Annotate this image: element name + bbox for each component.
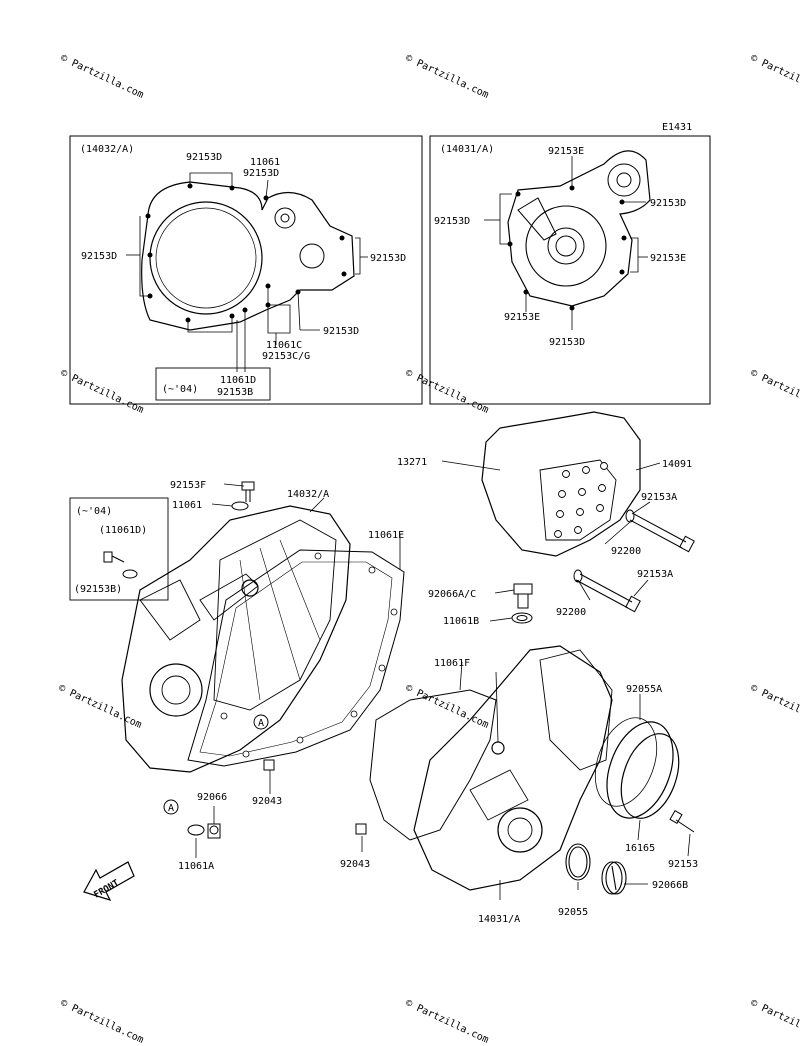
label-92153D: 92153D xyxy=(434,216,470,227)
label-note-04: (~'04) xyxy=(76,506,112,517)
cover-16165 xyxy=(594,717,680,819)
watermark: © Partzilla.com xyxy=(749,53,800,101)
watermark: © Partzilla.com xyxy=(404,368,490,416)
cover-14091 xyxy=(481,411,641,557)
clutch-cover-14032A xyxy=(121,505,351,773)
dowel-92043 xyxy=(263,759,367,835)
label-92153E: 92153E xyxy=(650,253,686,264)
watermark: © Partzilla.com xyxy=(404,53,490,101)
watermark: © Partzilla.com xyxy=(59,53,145,101)
inset-left-header: (14032/A) xyxy=(80,144,134,155)
plug-92066AC xyxy=(511,583,533,624)
label-92153B: (92153B) xyxy=(74,584,122,595)
label-11061A: 11061A xyxy=(178,861,214,872)
watermark: © Partzilla.com xyxy=(59,368,145,416)
label-11061B: 11061B xyxy=(443,616,479,627)
note-04: (~'04) xyxy=(162,384,198,395)
label-13271: 13271 xyxy=(397,457,427,468)
note-box xyxy=(69,497,169,601)
label-92153A: 92153A xyxy=(637,569,673,580)
label-92153D: 92153D xyxy=(370,253,406,264)
label-92153: 92153 xyxy=(668,859,698,870)
gasket-11061F xyxy=(369,689,497,841)
plug-92066 xyxy=(187,823,221,839)
inset-right-header: (14031/A) xyxy=(440,144,494,155)
label-92055A: 92055A xyxy=(626,684,662,695)
label-11061C: 11061C xyxy=(266,340,302,351)
label-92153CG: 92153C/G xyxy=(262,351,310,362)
inset-right: (14031/A) 92153E 92153D 92153D 92153E 92 xyxy=(429,135,711,405)
label-92043: 92043 xyxy=(340,859,370,870)
label-92043: 92043 xyxy=(252,796,282,807)
label-92066AC: 92066A/C xyxy=(428,589,476,600)
svg-text:A: A xyxy=(168,803,174,814)
watermark: © Partzilla.com xyxy=(404,683,490,731)
leader-lines xyxy=(195,460,691,900)
label-92153D: 92153D xyxy=(650,198,686,209)
inset-left: (14032/A) xyxy=(69,135,423,405)
label-11061: 11061 xyxy=(250,157,280,168)
bolt-92153B xyxy=(103,551,138,579)
oring-92055 xyxy=(565,843,591,881)
label-92055: 92055 xyxy=(558,907,588,918)
label-16165: 16165 xyxy=(625,843,655,854)
cover-14031A xyxy=(413,645,613,891)
ref-marker-A: A xyxy=(163,799,179,815)
label-14031A: 14031/A xyxy=(478,914,520,925)
label-92153D: 92153D xyxy=(243,168,279,179)
label-92153F: 92153F xyxy=(170,480,206,491)
diagram-code: E1431 xyxy=(662,122,692,133)
label-92153D: 92153D xyxy=(81,251,117,262)
label-92153D: 92153D xyxy=(549,337,585,348)
label-11061: 11061 xyxy=(172,500,202,511)
label-92153D: 92153D xyxy=(323,326,359,337)
watermark: © Partzilla.com xyxy=(404,998,490,1046)
watermark: © Partzilla.com xyxy=(59,998,145,1046)
watermark: © Partzilla.com xyxy=(749,368,800,416)
label-92200: 92200 xyxy=(611,546,641,557)
ref-marker-A: A xyxy=(253,714,269,730)
label-92153E: 92153E xyxy=(548,146,584,157)
label-11061D: 11061D xyxy=(220,375,256,386)
watermark-dark: © Partzilla.com xyxy=(57,683,143,731)
label-92153B: 92153B xyxy=(217,387,253,398)
label-14091: 14091 xyxy=(662,459,692,470)
bolt-92153 xyxy=(669,809,695,833)
label-11061F: 11061F xyxy=(434,658,470,669)
front-arrow: FRONT xyxy=(83,861,135,901)
label-92200: 92200 xyxy=(556,607,586,618)
watermark: © Partzilla.com xyxy=(749,683,800,731)
gasket-11061E xyxy=(187,549,405,767)
label-14032A: 14032/A xyxy=(287,489,329,500)
label-92066B: 92066B xyxy=(652,880,688,891)
label-92066: 92066 xyxy=(197,792,227,803)
cap-92066B xyxy=(601,861,627,895)
label-11061D: (11061D) xyxy=(99,525,147,536)
label-11061E: 11061E xyxy=(368,530,404,541)
label-92153D: 92153D xyxy=(186,152,222,163)
label-92153A: 92153A xyxy=(641,492,677,503)
svg-text:A: A xyxy=(258,718,264,729)
bolt-92153A xyxy=(573,509,695,613)
watermark: © Partzilla.com xyxy=(749,998,800,1046)
label-92153E: 92153E xyxy=(504,312,540,323)
